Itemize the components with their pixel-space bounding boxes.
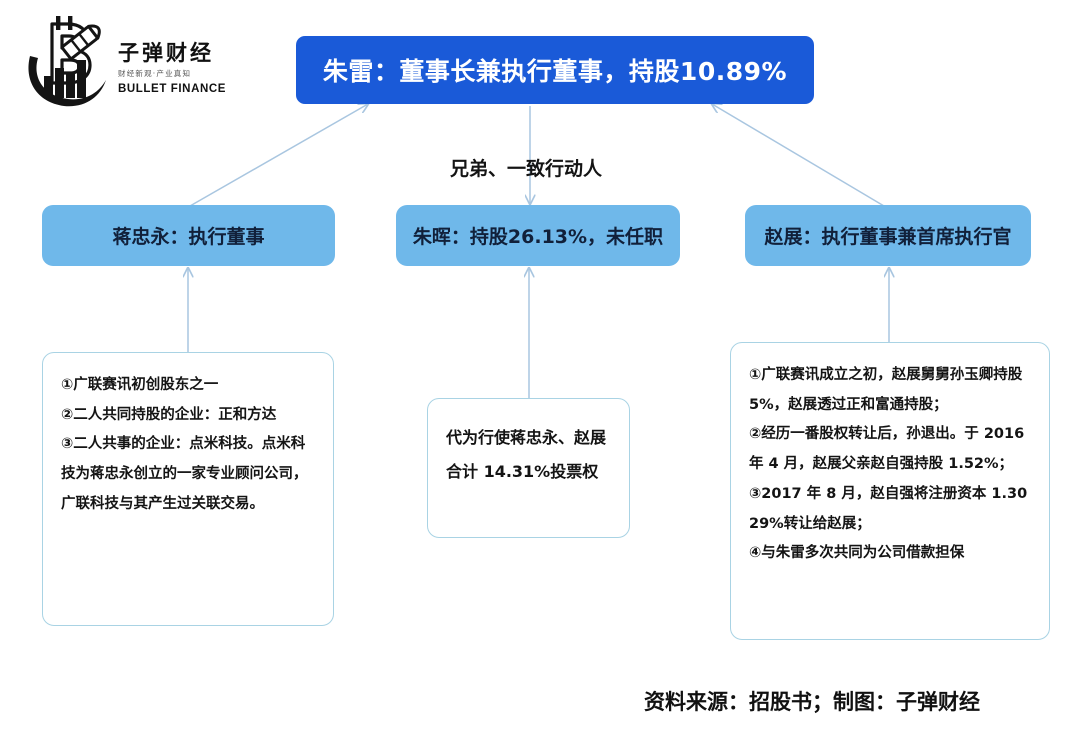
node-zhao-zhan-label: 赵展：执行董事兼首席执行官 <box>764 226 1012 248</box>
bullet-bitcoin-chart-logo-icon <box>28 16 107 107</box>
note-jiang-zhongyong-text: ①广联赛讯初创股东之一 ②二人共同持股的企业：正和方达 ③二人共事的企业：点米科… <box>61 377 308 512</box>
node-jiang-zhongyong-label: 蒋忠永：执行董事 <box>112 226 265 248</box>
note-zhu-hui-text: 代为行使蒋忠永、赵展合计 14.31%投票权 <box>446 428 607 482</box>
node-chairman-label: 朱雷：董事长兼执行董事，持股10.89% <box>322 57 788 86</box>
brand-logo: 子弹财经 财经新观·产业真知 BULLET FINANCE <box>18 14 238 114</box>
node-zhu-hui[interactable]: 朱晖：持股26.13%，未任职 <box>396 205 680 266</box>
arrow-zhaozhan-to-zhulei <box>712 104 885 207</box>
note-jiang-zhongyong: ①广联赛讯初创股东之一 ②二人共同持股的企业：正和方达 ③二人共事的企业：点米科… <box>42 352 334 626</box>
note-zhao-zhan: ①广联赛讯成立之初，赵展舅舅孙玉卿持股 5%，赵展透过正和富通持股； ②经历一番… <box>730 342 1050 640</box>
arrow-jiang-to-zhulei <box>189 104 368 207</box>
node-zhao-zhan[interactable]: 赵展：执行董事兼首席执行官 <box>745 205 1031 266</box>
source-note: 资料来源：招股书；制图：子弹财经 <box>644 690 980 714</box>
node-jiang-zhongyong[interactable]: 蒋忠永：执行董事 <box>42 205 335 266</box>
relation-label-brothers: 兄弟、一致行动人 <box>450 158 603 180</box>
node-zhu-hui-label: 朱晖：持股26.13%，未任职 <box>412 226 664 248</box>
note-zhao-zhan-text: ①广联赛讯成立之初，赵展舅舅孙玉卿持股 5%，赵展透过正和富通持股； ②经历一番… <box>749 367 1028 562</box>
logo-name-en: BULLET FINANCE <box>118 83 227 96</box>
node-chairman[interactable]: 朱雷：董事长兼执行董事，持股10.89% <box>296 36 814 104</box>
logo-tagline: 财经新观·产业真知 <box>118 69 192 79</box>
logo-name-cn: 子弹财经 <box>118 41 214 65</box>
note-zhu-hui: 代为行使蒋忠永、赵展合计 14.31%投票权 <box>427 398 630 538</box>
